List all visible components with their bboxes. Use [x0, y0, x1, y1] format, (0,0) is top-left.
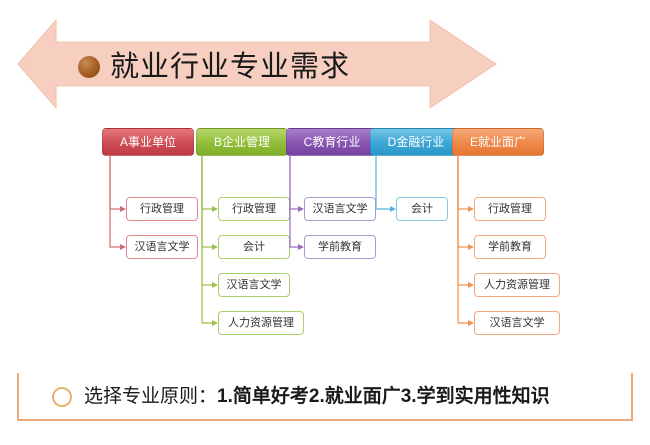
- title-arrow-shape: [18, 18, 497, 110]
- footer-banner: 选择专业原则：1.简单好考2.就业面广3.学到实用性知识: [14, 368, 636, 426]
- column-a-header[interactable]: A事业单位: [102, 128, 194, 156]
- column-d-connectors: [375, 156, 396, 212]
- column-a-item-1[interactable]: 汉语言文学: [126, 235, 198, 259]
- column-a-item-0[interactable]: 行政管理: [126, 197, 198, 221]
- column-c-header[interactable]: C教育行业: [286, 128, 378, 156]
- column-b: B企业管理 行政管理 会计 汉语言文学 人力资源管理: [196, 128, 304, 335]
- column-e-item-3[interactable]: 汉语言文学: [474, 311, 560, 335]
- footer-text: 选择专业原则：1.简单好考2.就业面广3.学到实用性知识: [84, 382, 550, 412]
- column-c: C教育行业 汉语言文学 学前教育: [286, 128, 378, 259]
- footer-bullet-icon: [52, 387, 72, 407]
- footer-item-1: 1.简单好考: [217, 386, 309, 407]
- column-e-header[interactable]: E就业面广: [452, 128, 544, 156]
- diagram-area: A事业单位 行政管理 汉语言文学 B企业管理 行政管理 会计 汉语言文学 人力资…: [0, 128, 650, 353]
- column-d-item-0[interactable]: 会计: [396, 197, 448, 221]
- column-e-item-1[interactable]: 学前教育: [474, 235, 546, 259]
- title-banner: 就业行业专业需求: [18, 18, 498, 110]
- footer-banner-shape: [17, 373, 633, 421]
- column-b-item-3[interactable]: 人力资源管理: [218, 311, 304, 335]
- column-c-item-1[interactable]: 学前教育: [304, 235, 376, 259]
- column-b-item-2[interactable]: 汉语言文学: [218, 273, 290, 297]
- column-a: A事业单位 行政管理 汉语言文学: [102, 128, 198, 259]
- column-d: D金融行业 会计: [370, 128, 462, 221]
- column-b-item-1[interactable]: 会计: [218, 235, 290, 259]
- footer-prefix: 选择专业原则：: [84, 386, 218, 407]
- column-b-header[interactable]: B企业管理: [196, 128, 288, 156]
- footer-item-2: 2.就业面广: [308, 386, 401, 407]
- footer-item-3: 3.学到实用性知识: [400, 386, 550, 407]
- column-d-header[interactable]: D金融行业: [370, 128, 462, 156]
- title-bullet-icon: [78, 56, 100, 78]
- page-title: 就业行业专业需求: [110, 51, 351, 83]
- column-b-item-0[interactable]: 行政管理: [218, 197, 290, 221]
- column-c-item-0[interactable]: 汉语言文学: [304, 197, 376, 221]
- column-e-item-0[interactable]: 行政管理: [474, 197, 546, 221]
- column-e: E就业面广 行政管理 学前教育 人力资源管理 汉语言文学: [452, 128, 560, 335]
- column-e-item-2[interactable]: 人力资源管理: [474, 273, 560, 297]
